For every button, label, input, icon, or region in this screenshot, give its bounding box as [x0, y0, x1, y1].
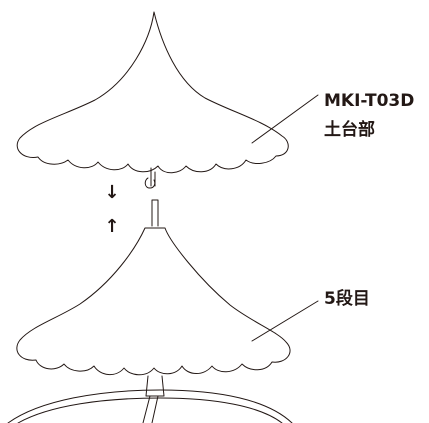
- lower-tree-piece: [7, 199, 293, 423]
- leader-line-top: [251, 94, 319, 144]
- lower-cable-1: [142, 395, 151, 423]
- next-tier-arc-inner: [17, 397, 283, 423]
- top-tree-body: [16, 11, 289, 174]
- label-top-part-code: MKI-T03D: [324, 91, 414, 111]
- lower-connector: [145, 375, 165, 397]
- lower-tree-body: [16, 227, 291, 376]
- assembly-arrows: ↓ ↑: [104, 182, 119, 237]
- arrow-down: ↓: [104, 182, 119, 203]
- lower-pole-top: [151, 199, 159, 227]
- label-lower-part-name: 5段目: [324, 288, 370, 309]
- arrow-up: ↑: [104, 216, 119, 237]
- top-tree-piece: [16, 11, 289, 189]
- lower-cable-2: [151, 395, 159, 423]
- next-tier-arc-outer: [7, 389, 293, 423]
- label-top-part-name: 土台部: [324, 119, 375, 140]
- leader-line-lower: [251, 300, 319, 342]
